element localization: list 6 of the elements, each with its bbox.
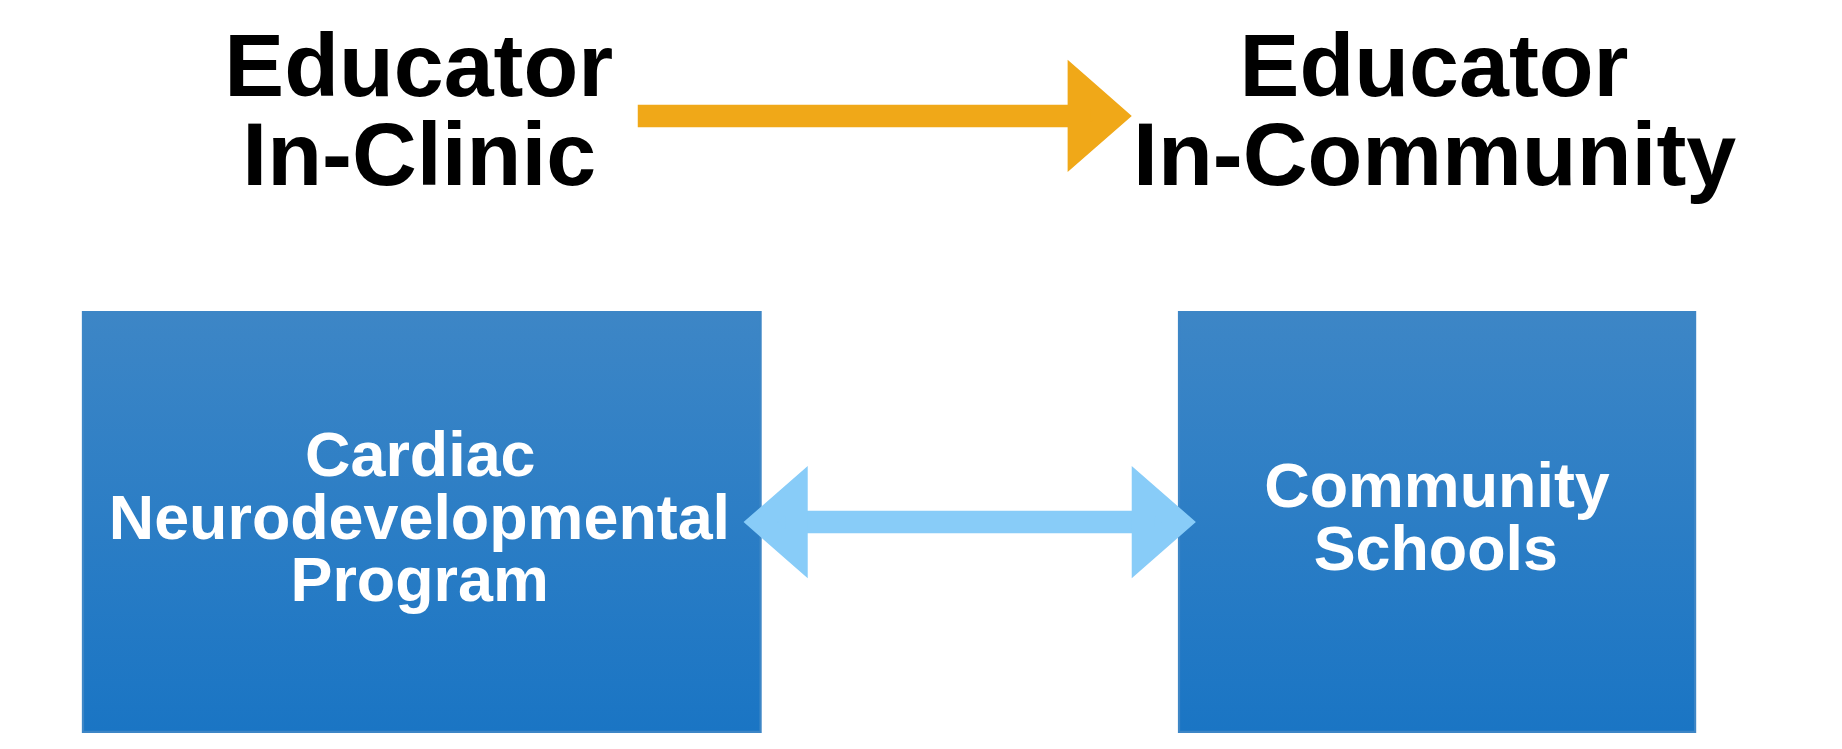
node-box: Community Schools bbox=[1177, 311, 1697, 733]
node-text: Educator In-Clinic bbox=[224, 14, 614, 205]
arrow bbox=[743, 465, 1196, 579]
arrow bbox=[637, 59, 1132, 173]
node-box: Cardiac Neurodevelopmental Program bbox=[81, 311, 762, 733]
node-text: Educator In-Community bbox=[1133, 14, 1737, 205]
